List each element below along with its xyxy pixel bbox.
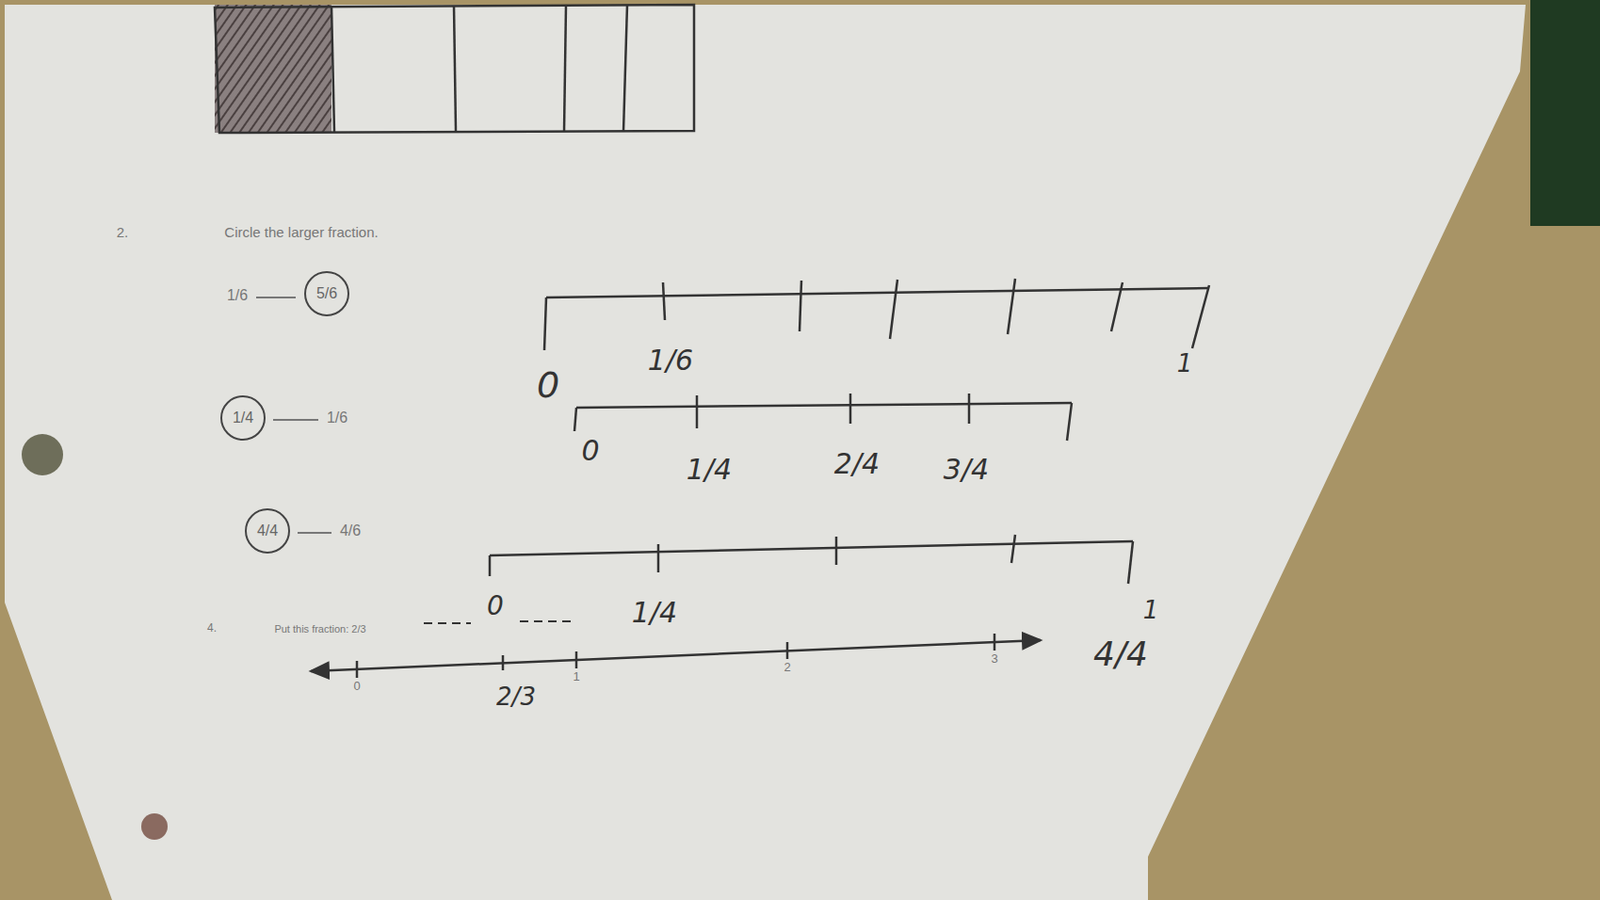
printed-label: 1 bbox=[572, 670, 580, 684]
printed-label: 4. bbox=[207, 622, 217, 635]
handwritten-label: 1 bbox=[1143, 597, 1160, 625]
printed-label: Circle the larger fraction. bbox=[224, 225, 378, 242]
printed-label: 2. bbox=[116, 225, 130, 242]
fraction-text: 4/4 bbox=[257, 522, 278, 540]
handwritten-label: 3/4 bbox=[943, 453, 989, 485]
handwritten-label: 1/4 bbox=[631, 597, 678, 629]
printed-label: Put this fraction: 2/3 bbox=[274, 623, 366, 635]
printed-label: 2 bbox=[783, 661, 791, 675]
circled-fraction: 1/4 bbox=[220, 395, 266, 441]
handwritten-label: 0 bbox=[536, 366, 560, 406]
fraction-text: 1/4 bbox=[232, 409, 254, 427]
handwritten-label: 1/6 bbox=[647, 344, 694, 376]
printed-label: 1/6 bbox=[226, 287, 248, 305]
fraction-text: 5/6 bbox=[316, 285, 338, 303]
printed-label: 0 bbox=[353, 679, 360, 694]
handwritten-label: 1/4 bbox=[686, 453, 732, 485]
printed-label: 1/6 bbox=[326, 409, 348, 427]
handwritten-label: 0 bbox=[581, 435, 599, 467]
handwritten-label: 2/4 bbox=[834, 448, 880, 480]
handwritten-label: 4/4 bbox=[1093, 635, 1148, 674]
printed-label: 3 bbox=[990, 652, 998, 666]
handwritten-label: 2/3 bbox=[496, 683, 536, 712]
circled-fraction: 5/6 bbox=[304, 271, 350, 317]
handwritten-label: 1 bbox=[1177, 350, 1194, 378]
circled-fraction: 4/4 bbox=[244, 508, 291, 554]
handwritten-label: 0 bbox=[486, 592, 504, 622]
printed-label: 4/6 bbox=[339, 522, 361, 540]
